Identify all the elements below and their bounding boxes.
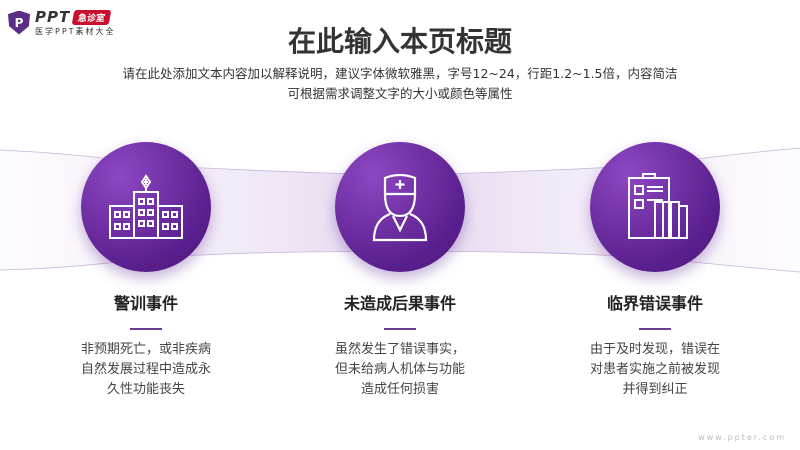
item-title: 警训事件 <box>113 294 178 313</box>
doctor-icon <box>372 173 428 242</box>
item-title: 未造成后果事件 <box>343 294 456 313</box>
item-line: 并得到纠正 <box>622 382 688 397</box>
item-underline <box>384 328 416 330</box>
doctor-icon-circle <box>335 142 465 272</box>
item-line: 久性功能丧失 <box>106 382 185 397</box>
item-underline <box>130 328 162 330</box>
item-line: 自然发展过程中造成永 <box>80 362 211 377</box>
item-underline <box>639 328 671 330</box>
shield-logo-icon: P <box>8 10 30 35</box>
item-line: 虽然发生了错误事实， <box>334 342 465 357</box>
logo-subtitle: 医学PPT素材大全 <box>35 27 116 36</box>
page-title: 在此输入本页标题 <box>287 25 512 58</box>
description-line: 可根据需求调整文字的大小或颜色等属性 <box>287 86 513 101</box>
item-line: 对患者实施之前被发现 <box>589 362 720 377</box>
item-line: 非预期死亡，或非疾病 <box>80 342 211 357</box>
item-line: 造成任何损害 <box>360 382 439 397</box>
logo-mark: P <box>14 15 24 30</box>
logo-brand: PPT <box>35 8 71 26</box>
page-description: 请在此处添加文本内容加以解释说明，建议字体微软雅黑，字号12~24，行距1.2~… <box>0 64 800 104</box>
item-card: 警训事件 非预期死亡，或非疾病 自然发展过程中造成永 久性功能丧失 <box>46 290 246 400</box>
hospital-icon <box>109 174 183 239</box>
item-line: 由于及时发现，错误在 <box>589 342 720 357</box>
medical-records-icon-circle <box>590 142 720 272</box>
item-line: 但未给病人机体与功能 <box>334 362 465 377</box>
watermark: www.ppter.com <box>698 433 786 442</box>
item-card: 临界错误事件 由于及时发现，错误在 对患者实施之前被发现 并得到纠正 <box>555 290 755 400</box>
hospital-icon-circle <box>81 142 211 272</box>
description-line: 请在此处添加文本内容加以解释说明，建议字体微软雅黑，字号12~24，行距1.2~… <box>122 66 678 81</box>
medical-records-icon <box>628 173 688 239</box>
item-card: 未造成后果事件 虽然发生了错误事实， 但未给病人机体与功能 造成任何损害 <box>300 290 500 400</box>
item-title: 临界错误事件 <box>606 294 703 313</box>
